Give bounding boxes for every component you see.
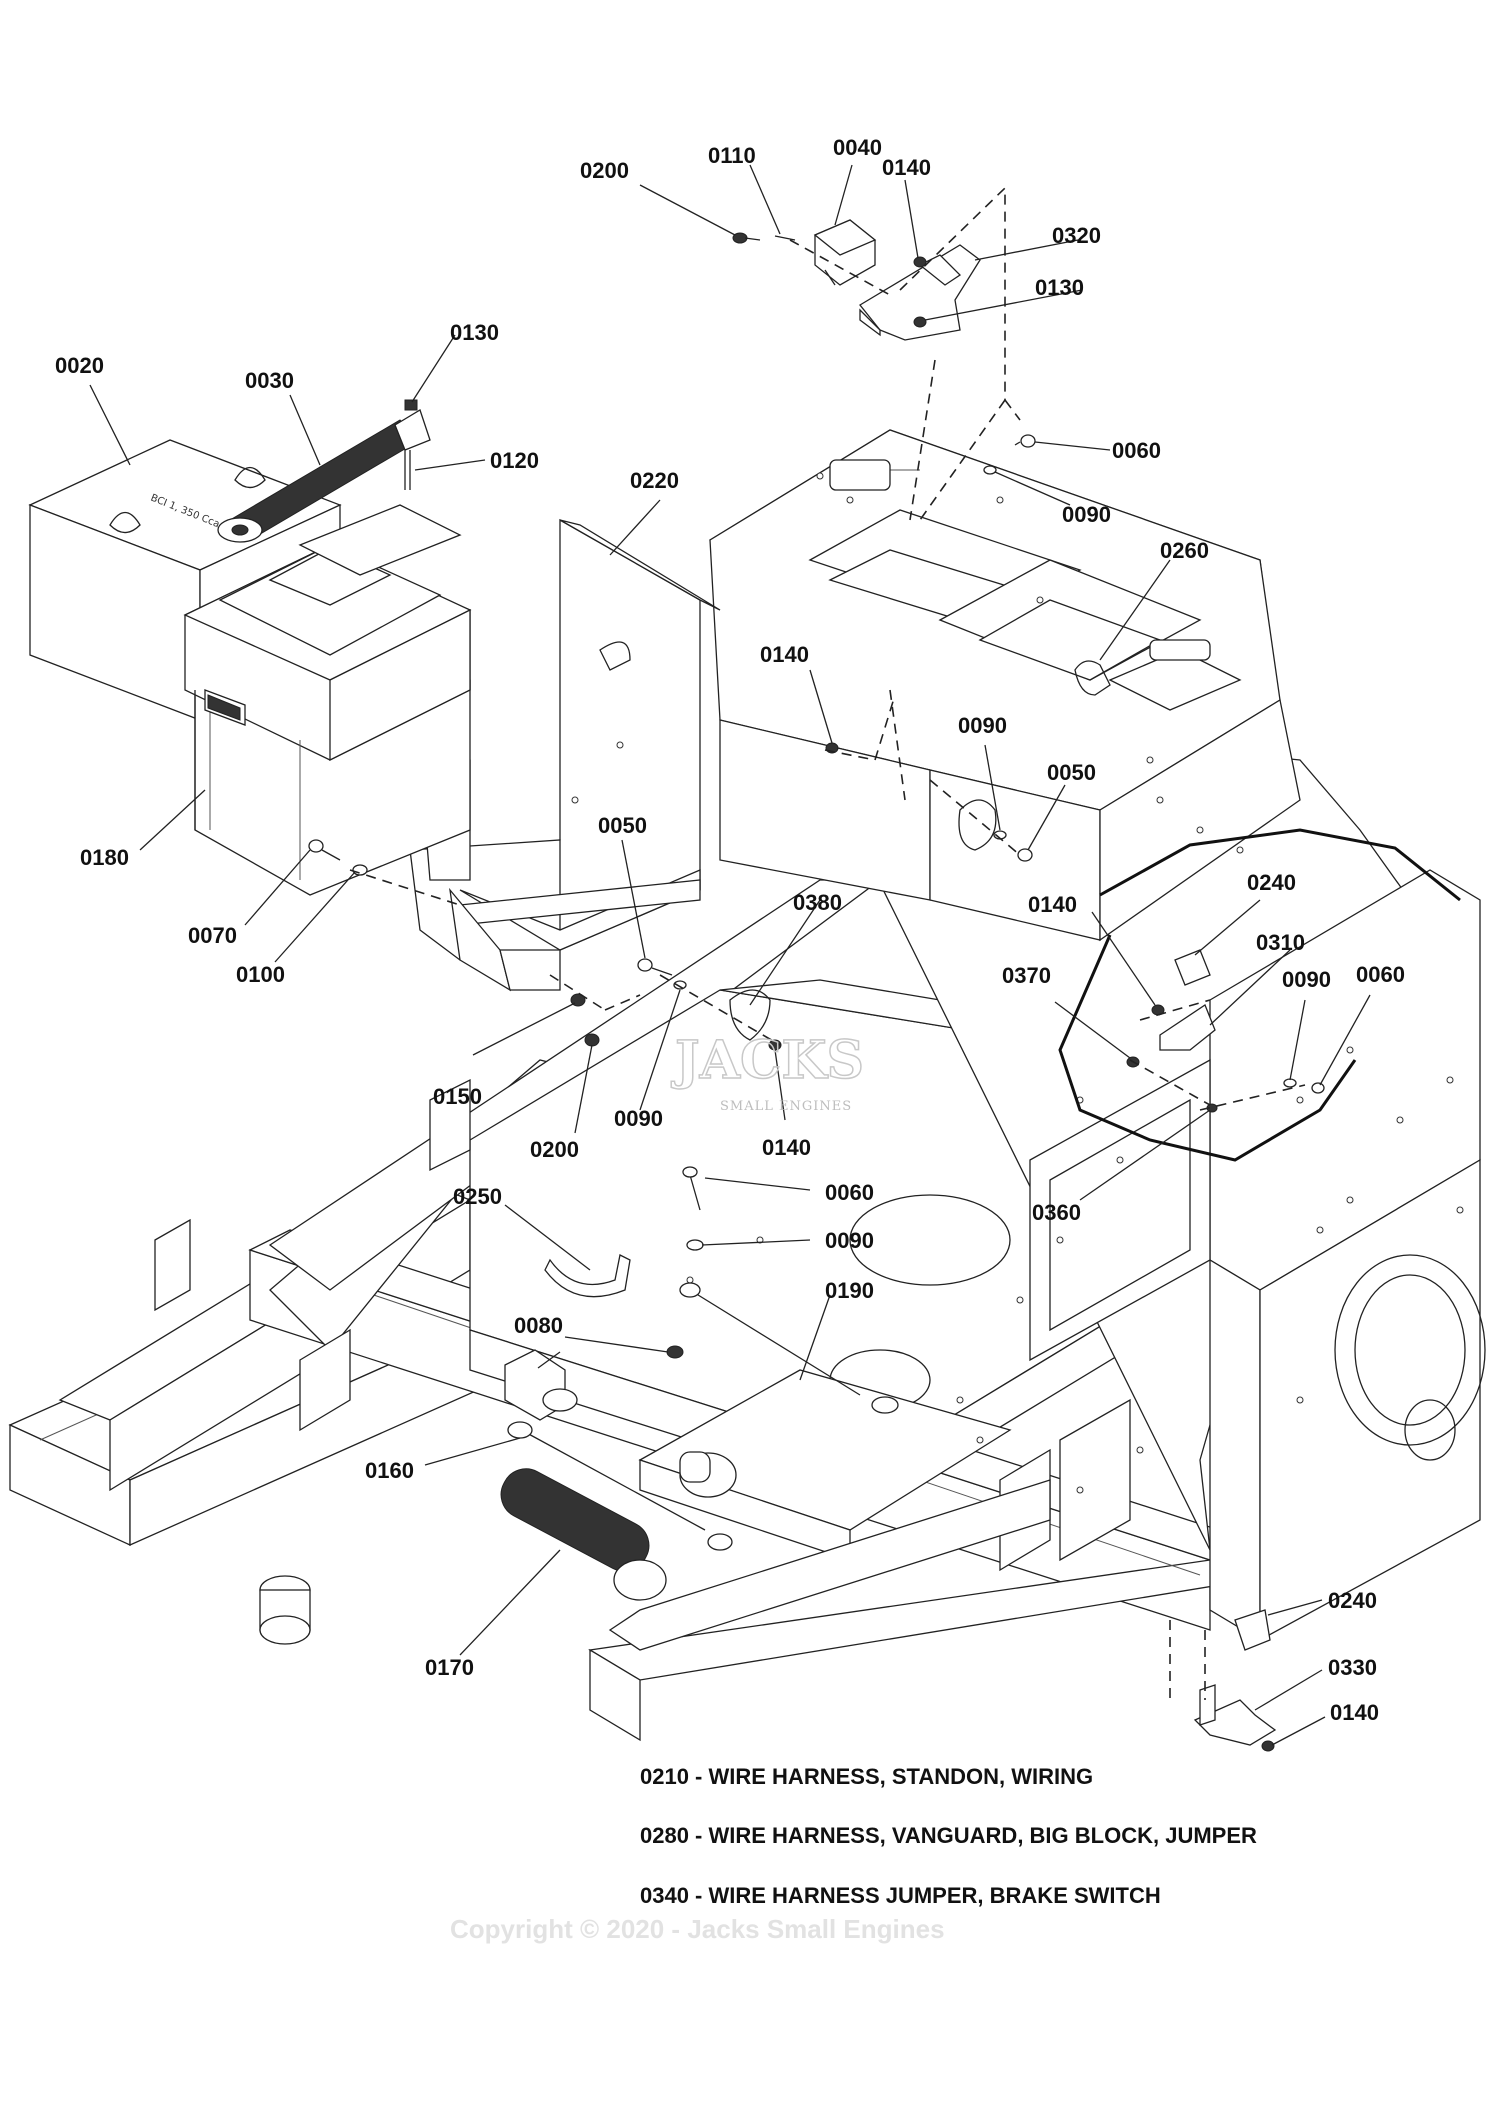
frame-holes [686,472,1464,1494]
callout-0240-bottom: 0240 [1328,1588,1377,1613]
lower-switch-bracket [1193,1609,1277,1752]
callout-0200-low: 0200 [530,1137,579,1162]
callout-0130-strap: 0130 [450,320,499,345]
note-0280: 0280 - WIRE HARNESS, VANGUARD, BIG BLOCK… [640,1823,1257,1848]
battery-cables [500,1254,899,1601]
callout-0050-right: 0050 [1047,760,1096,785]
watermark-tagline: SMALL ENGINES [720,1099,852,1114]
callout-0320: 0320 [1052,223,1101,248]
note-0210: 0210 - WIRE HARNESS, STANDON, WIRING [640,1764,1093,1789]
callout-0250: 0250 [453,1184,502,1209]
right-switch-group [1126,949,1325,1113]
callout-0090-low: 0090 [614,1106,663,1131]
callout-0100: 0100 [236,962,285,987]
copyright-notice: Copyright © 2020 - Jacks Small Engines [450,1914,945,1944]
callout-0180: 0180 [80,845,129,870]
switch-bracket-assembly [732,219,981,341]
terminal-cover [500,1468,667,1601]
chassis-frame [8,429,1486,1742]
callout-0090-mid: 0090 [958,713,1007,738]
callout-0150: 0150 [433,1084,482,1109]
callout-0090-right: 0090 [1282,967,1331,992]
callout-0190: 0190 [825,1278,874,1303]
callout-0060-low: 0060 [825,1180,874,1205]
battery-strap [217,399,431,543]
callout-0140-top: 0140 [882,155,931,180]
callout-0090-top: 0090 [1062,502,1111,527]
callout-0330: 0330 [1328,1655,1377,1680]
callout-0050-center: 0050 [598,813,647,838]
assembly-paths [349,186,1306,1700]
callout-0160: 0160 [365,1458,414,1483]
callout-0370: 0370 [1002,963,1051,988]
callout-0060-right: 0060 [1356,962,1405,987]
callout-0130-top: 0130 [1035,275,1084,300]
callout-0140-bottom: 0140 [1330,1700,1379,1725]
watermark-brand: JACKS [671,1030,864,1091]
callout-0070: 0070 [188,923,237,948]
callout-0040: 0040 [833,135,882,160]
callout-0090-cable: 0090 [825,1228,874,1253]
leader-lines [89,164,1371,1746]
callout-0120: 0120 [490,448,539,473]
callout-0020: 0020 [55,353,104,378]
callout-0170: 0170 [425,1655,474,1680]
harness-boundary-line [1099,828,1461,902]
battery-box [183,504,472,896]
battery-tray-bracket [409,518,721,992]
note-0340: 0340 - WIRE HARNESS JUMPER, BRAKE SWITCH [640,1883,1161,1908]
callout-0220: 0220 [630,468,679,493]
callout-0140-mid: 0140 [760,642,809,667]
callout-0110: 0110 [708,143,756,168]
callout-0260: 0260 [1160,538,1209,563]
callout-0080: 0080 [514,1313,563,1338]
callout-0240-top: 0240 [1247,870,1296,895]
callout-0200-top: 0200 [580,158,629,183]
callout-0360: 0360 [1032,1200,1081,1225]
callout-0140-right: 0140 [1028,892,1077,917]
callout-0380: 0380 [793,890,842,915]
callout-0310: 0310 [1256,930,1305,955]
jacks-watermark: JACKS SMALL ENGINES [670,1029,865,1114]
callout-0060-top: 0060 [1112,438,1161,463]
harness-section-line [1058,934,1357,1162]
callout-0140-low: 0140 [762,1135,811,1160]
parts-notes: 0210 - WIRE HARNESS, STANDON, WIRING 028… [640,1764,1257,1908]
callout-0030: 0030 [245,368,294,393]
fasteners [308,434,1111,1359]
